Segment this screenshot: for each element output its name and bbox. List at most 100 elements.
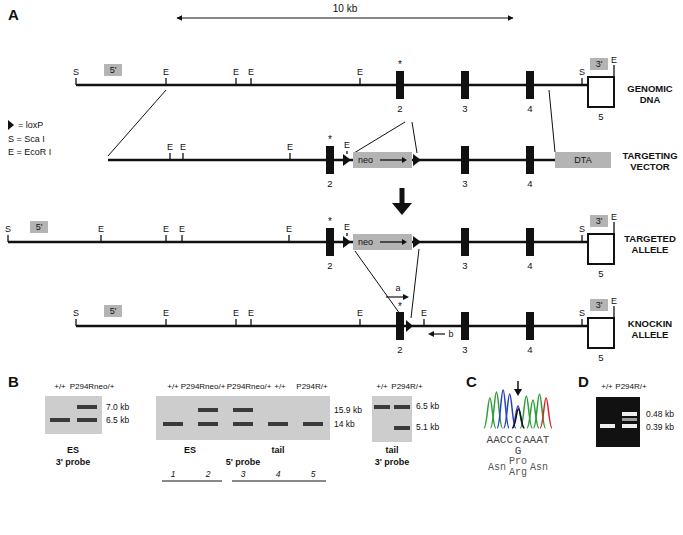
primer-arrow [386,296,404,297]
site-tick [182,153,183,160]
homology-line [412,122,417,153]
exon-open [588,77,614,107]
genotype-label: +/+ [54,383,66,391]
mutation-arrow [517,381,519,390]
lane-underline [232,481,326,482]
mutation-arrow [514,389,522,396]
exon-open [588,234,614,264]
primer-arrow [403,294,409,300]
probe-label: 3' probe [375,458,410,467]
mutation-mark: * [328,217,332,227]
amino-acid: Pro [509,457,527,467]
amino-acid: Asn [488,463,506,473]
exon [526,71,534,99]
site-tick [235,319,236,326]
site-letter: E [163,309,169,318]
exon-open [588,77,614,107]
site-letter: E [167,143,173,152]
southern-gel [45,396,412,442]
site-tick [75,319,76,326]
site-tick [613,222,614,234]
mutation-mark: * [398,60,402,70]
excision-line [355,251,400,314]
dta-cassette: DTA [555,152,611,168]
genotype-label: P294R/+ [615,383,646,391]
site-letter: E [611,297,617,306]
amino-acid: Asn [530,463,548,473]
exon [461,146,469,174]
exon-number: 5 [598,353,603,363]
exon-number: 5 [598,269,603,279]
genotype-label: +/+ [274,383,286,391]
cassette-arrow [380,241,403,242]
primer-arrow [386,294,445,337]
site-tick [346,233,347,236]
site-tick [359,78,360,85]
excision-line [355,249,419,318]
genotype-label: +/+ [376,383,388,391]
site-letter: E [344,141,350,150]
site-tick [581,235,582,242]
primer-arrow [433,333,445,334]
site-tick [581,319,582,326]
probe-box: 3' [590,215,608,227]
lane-number: 2 [206,470,211,479]
site-letter: E [611,56,617,65]
lane-number: 5 [311,470,316,479]
exon-number: 5 [598,112,603,122]
legend-text: E = EcoR I [8,148,51,157]
row-label: KNOCKIN ALLELE [618,319,682,341]
gel-band [198,408,218,412]
site-tick [289,153,290,160]
exon-number: 3 [462,104,467,114]
probe-box: 5' [104,64,122,76]
exon-number: 4 [527,345,532,355]
gel-band [77,405,97,409]
lane-number: 3 [241,470,246,479]
site-letter: S [579,309,585,318]
southern-gel [156,396,330,440]
gel-band [50,405,410,430]
scale-label: 10 kb [333,4,357,14]
exon-number: 4 [527,104,532,114]
chromatogram-g-peak [513,409,525,428]
node-text: neo [358,238,373,247]
scale-bar [177,18,513,19]
exon-number: 3 [462,345,467,355]
exon [461,71,469,99]
recombination-arrow [400,188,405,204]
chromatogram-c-peak [512,406,524,428]
site-letter: S [5,225,11,234]
panel-letter: C [466,374,477,389]
site-tick [613,65,614,77]
site-tick [165,78,166,85]
site-tick [288,235,289,242]
genotype-label: +/+ [601,383,613,391]
node-text: 3' [596,217,603,226]
primer-label: b [448,330,453,339]
lane-underline [162,481,222,482]
excision-line [411,249,419,318]
site-tick [8,222,614,242]
exon [326,146,534,174]
chromatogram-a-peak [484,392,546,428]
gel-band [233,408,253,412]
mutation-mark: * [398,302,402,312]
exon-number: 3 [462,179,467,189]
gel-band [600,412,637,428]
exon [461,228,469,256]
site-letter: E [344,223,350,232]
cassette-arrow [380,159,403,160]
genotype-label: P294Rneo/+ [227,383,272,391]
row-label: GENOMIC DNA [618,84,682,106]
homology-line [549,90,555,152]
allele-line [8,241,588,244]
allele-line [8,241,588,244]
genomic-line [76,84,588,87]
loxp-site [343,236,351,248]
node-text: neo [358,156,373,165]
site-tick [613,306,614,318]
